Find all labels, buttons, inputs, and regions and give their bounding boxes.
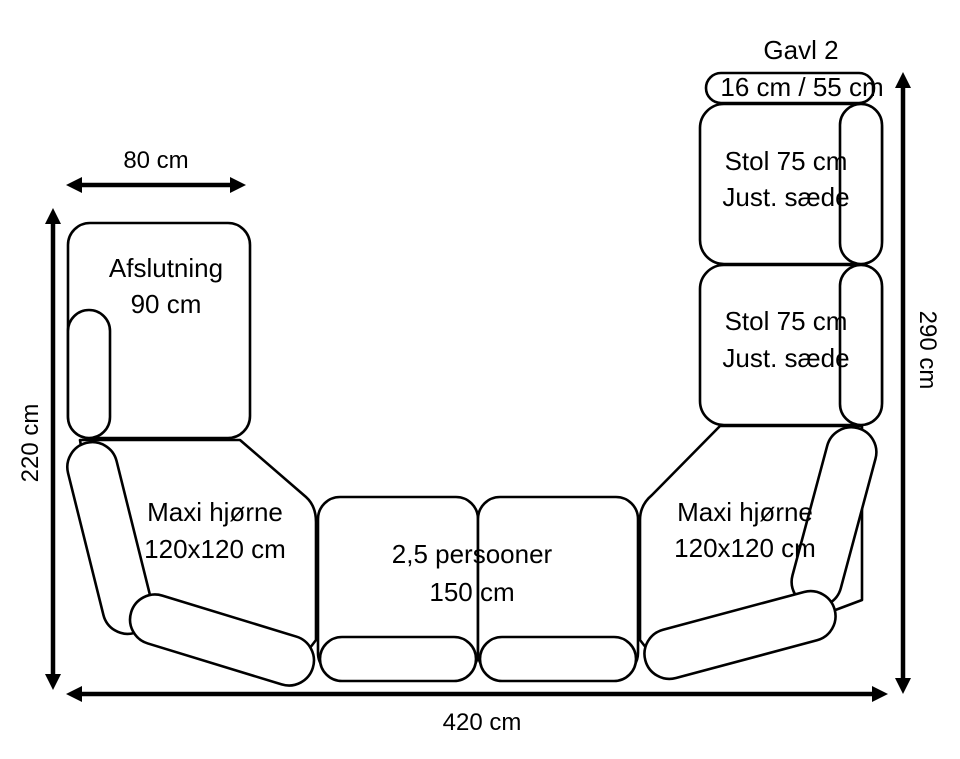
maxi-corner-left-back-cushion <box>128 593 316 687</box>
arrow-right-head <box>230 177 246 193</box>
afslutning-label: Afslutning <box>109 253 223 283</box>
stol-module-bottom: Stol 75 cm Just. sæde <box>698 263 884 427</box>
dimension-left-height-label: 220 cm <box>17 404 44 483</box>
gavl-size-label: 16 cm / 55 cm <box>720 72 883 102</box>
arrow-left-head <box>66 686 82 702</box>
afslutning-size-label: 90 cm <box>131 289 202 319</box>
arrow-up-head <box>895 72 911 88</box>
maxi-corner-right-label: Maxi hjørne <box>677 497 813 527</box>
maxi-corner-left: Maxi hjørne 120x120 cm <box>66 438 318 687</box>
arrow-left-head <box>66 177 82 193</box>
maxi-corner-right-size-label: 120x120 cm <box>674 533 816 563</box>
maxi-corner-left-label: Maxi hjørne <box>147 497 283 527</box>
dimension-right-height: 290 cm <box>895 72 941 694</box>
gavl-label: Gavl 2 <box>763 35 838 65</box>
dimension-left-height: 220 cm <box>17 208 61 690</box>
arrow-down-head <box>895 678 911 694</box>
middle-module: 2,5 persooner 150 cm <box>316 495 640 683</box>
maxi-corner-left-size-label: 120x120 cm <box>144 534 286 564</box>
gavl-end-piece <box>704 71 876 105</box>
middle-back-cushion-left <box>318 635 478 683</box>
stol-top-label: Stol 75 cm <box>725 146 848 176</box>
maxi-corner-right: Maxi hjørne 120x120 cm <box>638 424 878 681</box>
arrow-right-head <box>872 686 888 702</box>
gavl-module: Gavl 2 16 cm / 55 cm <box>704 35 884 105</box>
middle-size-label: 150 cm <box>429 577 514 607</box>
stol-top-feature-label: Just. sæde <box>722 182 849 212</box>
middle-back-cushion-right <box>478 635 638 683</box>
dimension-right-height-label: 290 cm <box>914 311 941 390</box>
dimension-top-width-label: 80 cm <box>123 147 188 174</box>
dimension-top-width: 80 cm <box>66 147 246 193</box>
dimension-bottom-width-label: 420 cm <box>443 709 522 736</box>
stol-bottom-feature-label: Just. sæde <box>722 343 849 373</box>
stol-module-top: Stol 75 cm Just. sæde <box>698 102 884 266</box>
dimension-bottom-width: 420 cm <box>66 686 888 736</box>
arrow-down-head <box>45 674 61 690</box>
middle-label: 2,5 persooner <box>392 539 553 569</box>
maxi-corner-right-back-cushion <box>643 589 837 681</box>
afslutning-armrest <box>66 308 112 440</box>
afslutning-module: Afslutning 90 cm <box>66 221 252 440</box>
arrow-up-head <box>45 208 61 224</box>
stol-bottom-label: Stol 75 cm <box>725 306 848 336</box>
